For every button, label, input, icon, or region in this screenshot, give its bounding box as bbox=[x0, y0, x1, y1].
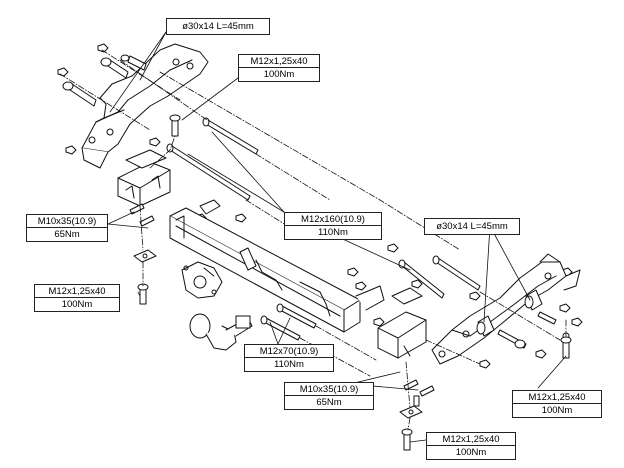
label-bolt-left-low-spec: M12x1,25x40 bbox=[35, 285, 119, 298]
right-sleeves bbox=[476, 289, 572, 359]
label-bolt-top-torque: 100Nm bbox=[263, 69, 295, 80]
long-bolts-m12x160 bbox=[166, 117, 481, 299]
right-mounting-block bbox=[377, 287, 427, 359]
top-left-bolts bbox=[62, 54, 147, 107]
label-bolt-ball: M12x70(10.9) 110Nm bbox=[244, 344, 334, 372]
tow-ball bbox=[189, 313, 253, 351]
label-bolt-top: M12x1,25x40 100Nm bbox=[238, 54, 320, 82]
main-crossbar bbox=[169, 199, 385, 333]
bottom-fasteners bbox=[399, 379, 435, 451]
ball-bolts bbox=[260, 303, 317, 341]
top-short-bolt bbox=[169, 114, 181, 137]
label-bolt-left-mid: M10x35(10.9) 65Nm bbox=[26, 214, 108, 242]
label-bolt-bottom-torque: 100Nm bbox=[455, 447, 487, 458]
label-bolt-right-low-torque: 100Nm bbox=[541, 405, 573, 416]
socket-plate bbox=[181, 261, 223, 299]
label-bolt-ball-torque: 110Nm bbox=[274, 359, 304, 370]
label-bolt-bottom: M12x1,25x40 100Nm bbox=[426, 432, 516, 460]
left-side-bracket bbox=[81, 43, 209, 169]
label-long-bolt-spec: M12x160(10.9) bbox=[285, 213, 381, 226]
label-sleeve-top: ø30x14 L=45mm bbox=[166, 18, 270, 35]
label-bolt-left-mid-spec: M10x35(10.9) bbox=[27, 215, 107, 228]
label-bolt-left-low-torque: 100Nm bbox=[61, 299, 93, 310]
label-bolt-right-low-spec: M12x1,25x40 bbox=[513, 391, 601, 404]
label-bolt-bottom-mid-spec: M10x35(10.9) bbox=[285, 383, 373, 396]
right-side-bracket bbox=[431, 253, 581, 365]
label-bolt-left-low: M12x1,25x40 100Nm bbox=[34, 284, 120, 312]
label-bolt-top-spec: M12x1,25x40 bbox=[239, 55, 319, 68]
label-long-bolt-torque: 110Nm bbox=[318, 227, 348, 238]
left-lower-fasteners bbox=[129, 203, 157, 305]
label-bolt-right-low: M12x1,25x40 100Nm bbox=[512, 390, 602, 418]
label-bolt-bottom-mid-torque: 65Nm bbox=[316, 397, 342, 408]
label-long-bolt: M12x160(10.9) 110Nm bbox=[284, 212, 382, 240]
label-bolt-left-mid-torque: 65Nm bbox=[54, 229, 80, 240]
label-sleeve-right: ø30x14 L=45mm bbox=[424, 218, 520, 235]
label-bolt-ball-spec: M12x70(10.9) bbox=[245, 345, 333, 358]
label-bolt-bottom-mid: M10x35(10.9) 65Nm bbox=[284, 382, 374, 410]
left-mounting-block bbox=[117, 149, 171, 207]
label-bolt-bottom-spec: M12x1,25x40 bbox=[427, 433, 515, 446]
